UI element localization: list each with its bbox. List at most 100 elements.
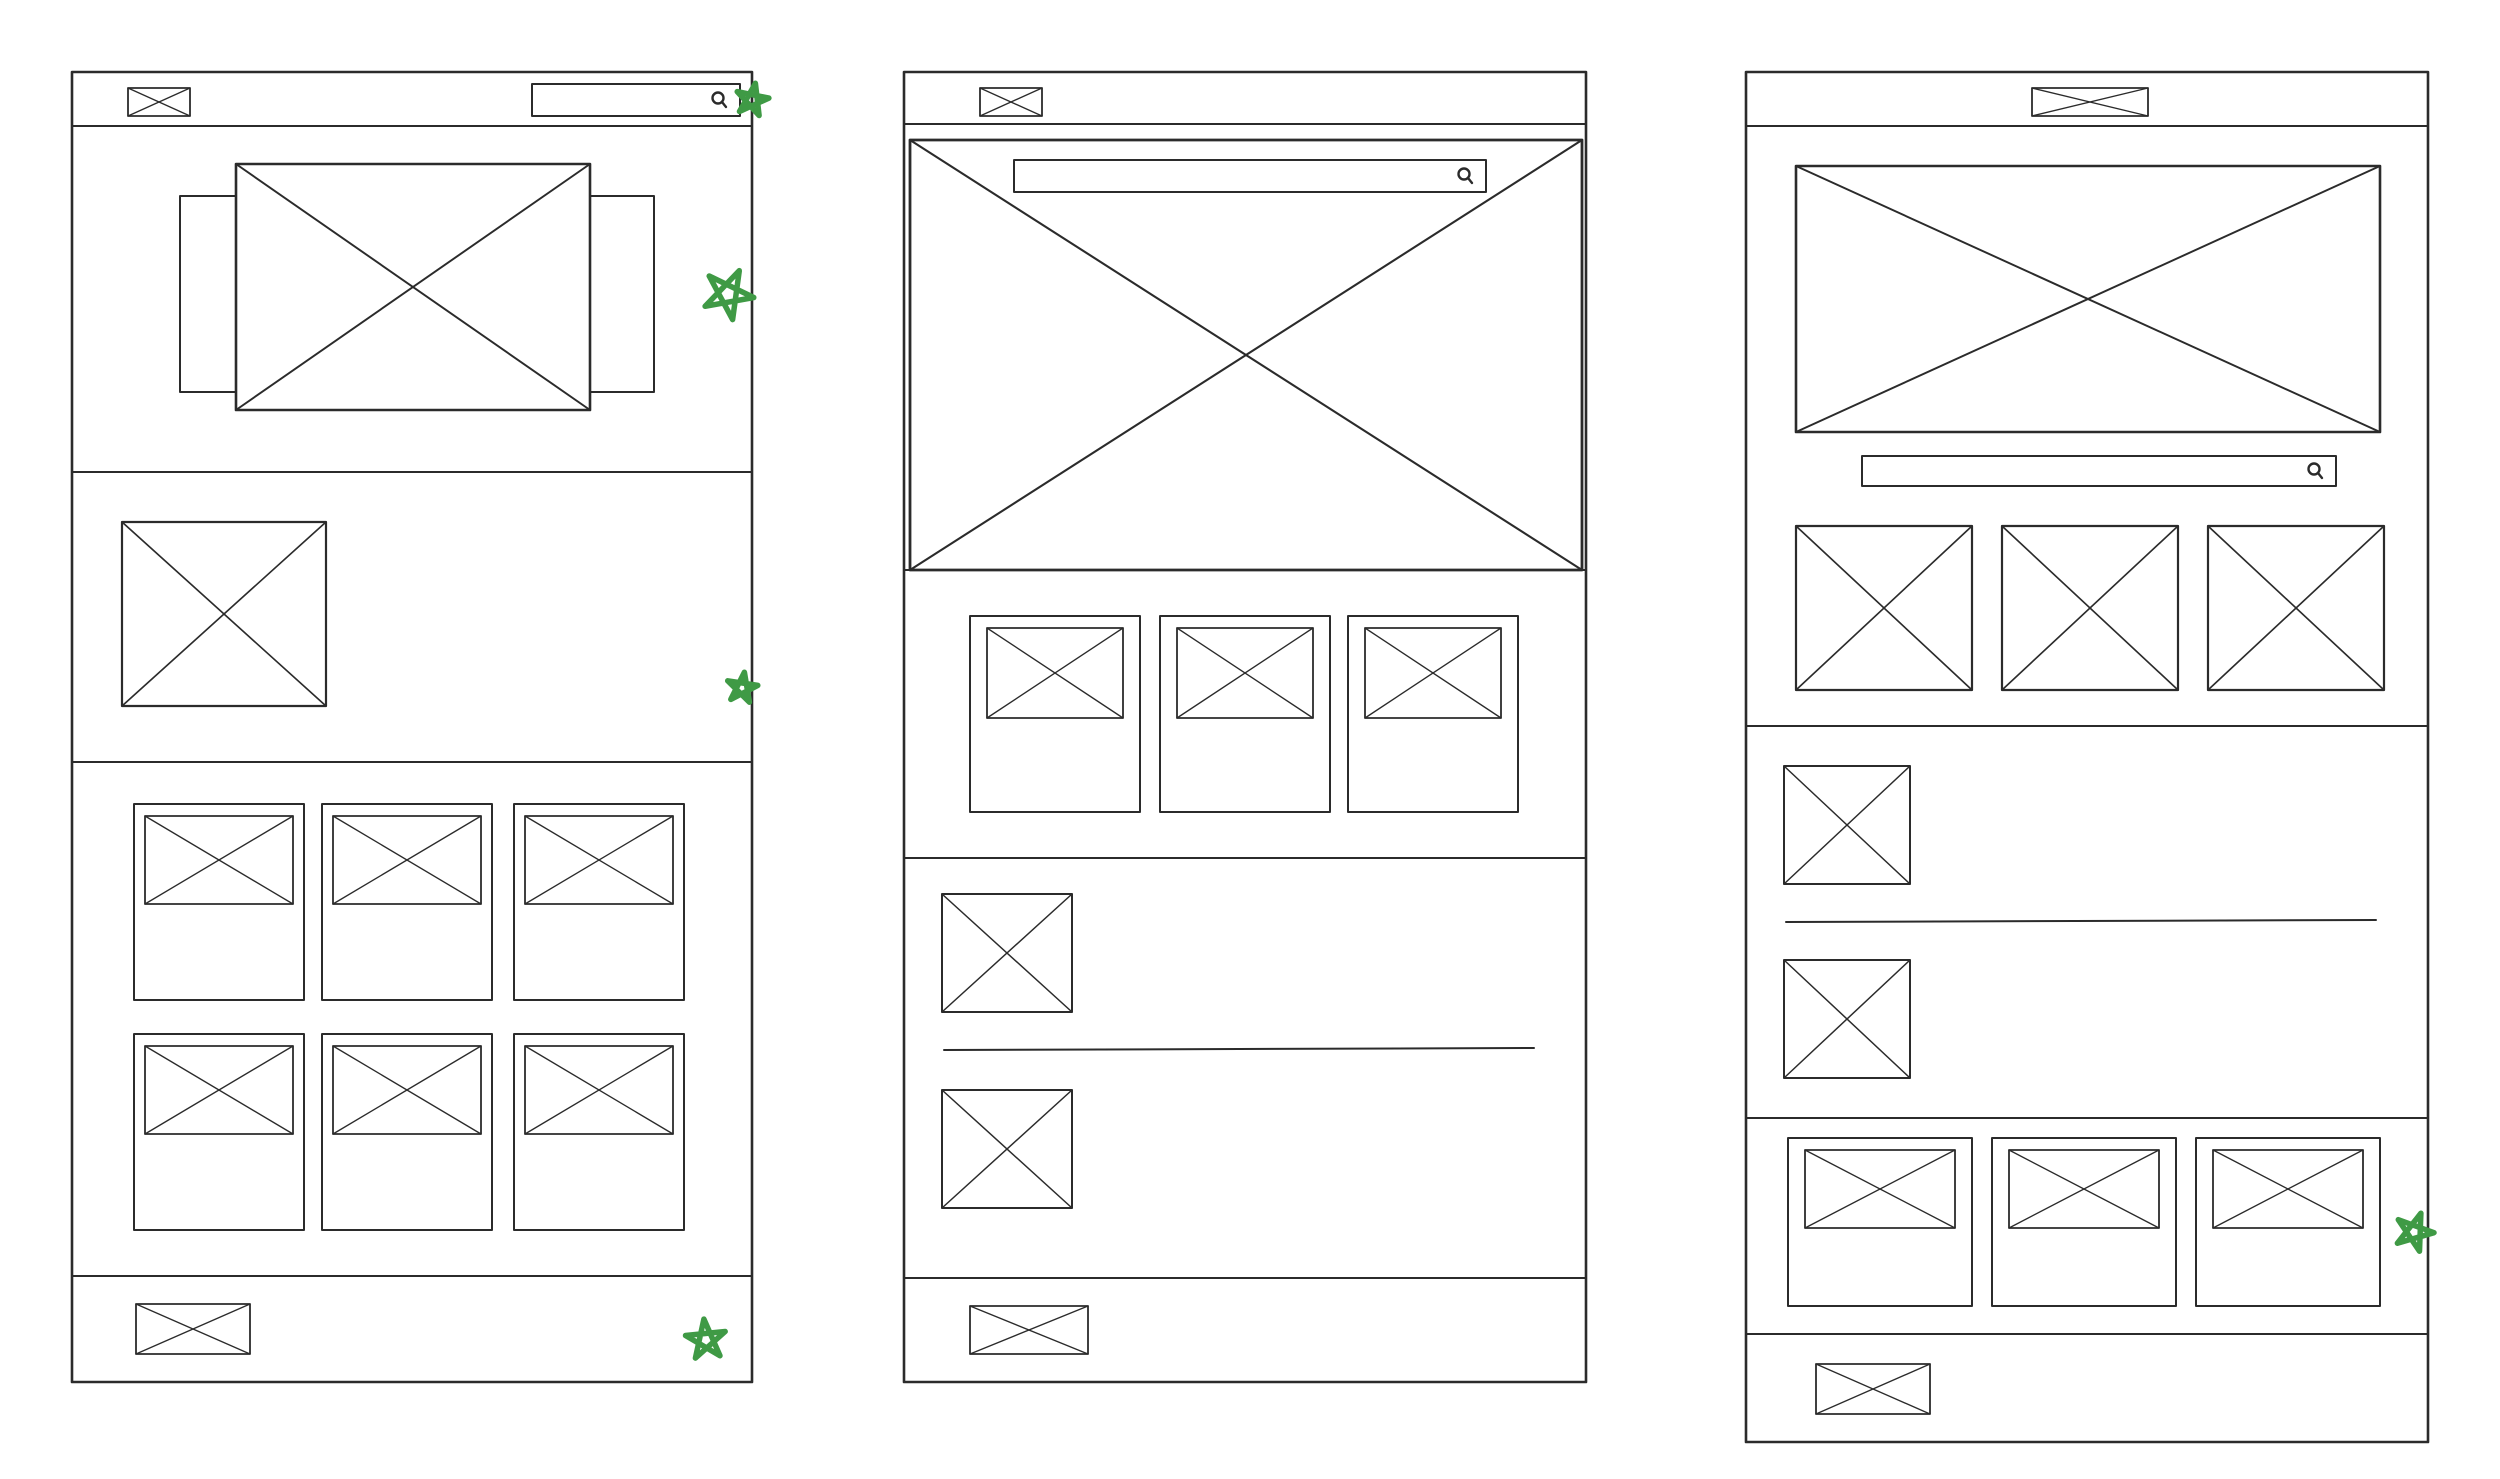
image-placeholder-icon — [969, 1305, 1089, 1355]
list-item — [941, 893, 1568, 1013]
card — [1991, 1137, 2177, 1307]
card-frame — [133, 1033, 305, 1231]
image-frame — [524, 815, 674, 905]
image-frame — [127, 87, 191, 117]
image-placeholder-icon — [1794, 524, 1974, 692]
image-placeholder-icon — [941, 893, 1073, 1013]
card-frame — [513, 803, 685, 1001]
image-frame — [941, 893, 1073, 1013]
footer — [1745, 1333, 2429, 1415]
list — [1783, 765, 2416, 1079]
image-cross-line — [332, 815, 482, 905]
image-frame — [144, 1045, 294, 1135]
search-input-frame — [531, 83, 741, 117]
header — [903, 87, 1587, 125]
card — [513, 1033, 685, 1231]
image-frame — [2206, 524, 2386, 692]
image-cross-line — [1783, 765, 1911, 885]
image-cross-line — [144, 1045, 294, 1135]
image-frame — [1815, 1363, 1931, 1415]
image-frame — [1794, 164, 2382, 434]
image-cross-line — [1795, 165, 2381, 433]
star-icon — [724, 669, 761, 705]
image-cross-line — [2031, 87, 2149, 117]
search-icon-lens — [1457, 167, 1471, 181]
star-icon — [734, 80, 772, 119]
image-cross-line — [1815, 1363, 1931, 1415]
image-frame — [1176, 627, 1314, 719]
image-placeholder-icon — [332, 815, 482, 905]
search-icon — [1457, 167, 1474, 185]
star-icon — [2394, 1210, 2437, 1254]
image-cross-line — [941, 1089, 1073, 1209]
image-placeholder-icon — [1176, 627, 1314, 719]
image-placeholder-icon — [144, 815, 294, 905]
hero-image — [1794, 164, 2382, 487]
image-cross-line — [1176, 627, 1314, 719]
image-cross-line — [986, 627, 1124, 719]
image-cross-line — [524, 1045, 674, 1135]
image-placeholder-icon — [2000, 524, 2180, 692]
wireframe-1 — [70, 70, 772, 1384]
image-cross-line — [1364, 627, 1502, 719]
image-placeholder-icon — [234, 162, 592, 412]
card — [133, 803, 305, 1001]
hero-image — [908, 138, 1584, 572]
card-frame — [1159, 615, 1331, 813]
image-row — [1794, 524, 2386, 692]
search-icon-handle — [720, 100, 728, 109]
image-cross-line — [969, 1305, 1089, 1355]
image-frame — [941, 1089, 1073, 1209]
image-frame — [1794, 524, 1974, 692]
image-placeholder-icon — [2212, 1149, 2364, 1229]
image-cross-line — [1804, 1149, 1956, 1229]
image-cross-line — [941, 893, 1073, 1013]
image-frame — [1804, 1149, 1956, 1229]
image-frame — [332, 1045, 482, 1135]
image-placeholder-icon — [524, 815, 674, 905]
image-frame — [2000, 524, 2180, 692]
image-placeholder-icon — [1815, 1363, 1931, 1415]
search-icon-lens — [711, 91, 725, 105]
card — [1347, 615, 1519, 813]
page-frame — [1744, 70, 2430, 1444]
wireframe-3 — [1744, 70, 2437, 1444]
search-icon — [2307, 462, 2324, 480]
image-frame — [2008, 1149, 2160, 1229]
image-cross-line — [979, 87, 1043, 117]
image-placeholder-icon — [127, 87, 191, 117]
feature-block — [120, 520, 724, 708]
image-frame — [120, 520, 328, 708]
card-frame — [969, 615, 1141, 813]
footer — [903, 1277, 1587, 1355]
card — [513, 803, 685, 1001]
card-frame — [513, 1033, 685, 1231]
image-cross-line — [127, 87, 191, 117]
image-frame — [2212, 1149, 2364, 1229]
image-placeholder-icon — [979, 87, 1043, 117]
image-placeholder-icon — [144, 1045, 294, 1135]
hero-carousel — [179, 162, 655, 412]
card-frame — [1991, 1137, 2177, 1307]
search-input-frame — [1861, 455, 2337, 487]
image-placeholder-icon — [2206, 524, 2386, 692]
card — [321, 1033, 493, 1231]
image-cross-line — [524, 815, 674, 905]
image-cross-line — [332, 1045, 482, 1135]
list-item — [941, 1089, 1568, 1209]
image-frame — [986, 627, 1124, 719]
image-cross-line — [235, 163, 591, 411]
card-frame — [2195, 1137, 2381, 1307]
image-frame — [144, 815, 294, 905]
image-frame — [1783, 959, 1911, 1079]
image-placeholder-icon — [332, 1045, 482, 1135]
card — [1159, 615, 1331, 813]
image-placeholder-icon — [1783, 959, 1911, 1079]
card — [2195, 1137, 2381, 1307]
image-frame — [234, 162, 592, 412]
image-frame — [135, 1303, 251, 1355]
page-frame — [70, 70, 754, 1384]
image-placeholder-icon — [2031, 87, 2149, 117]
